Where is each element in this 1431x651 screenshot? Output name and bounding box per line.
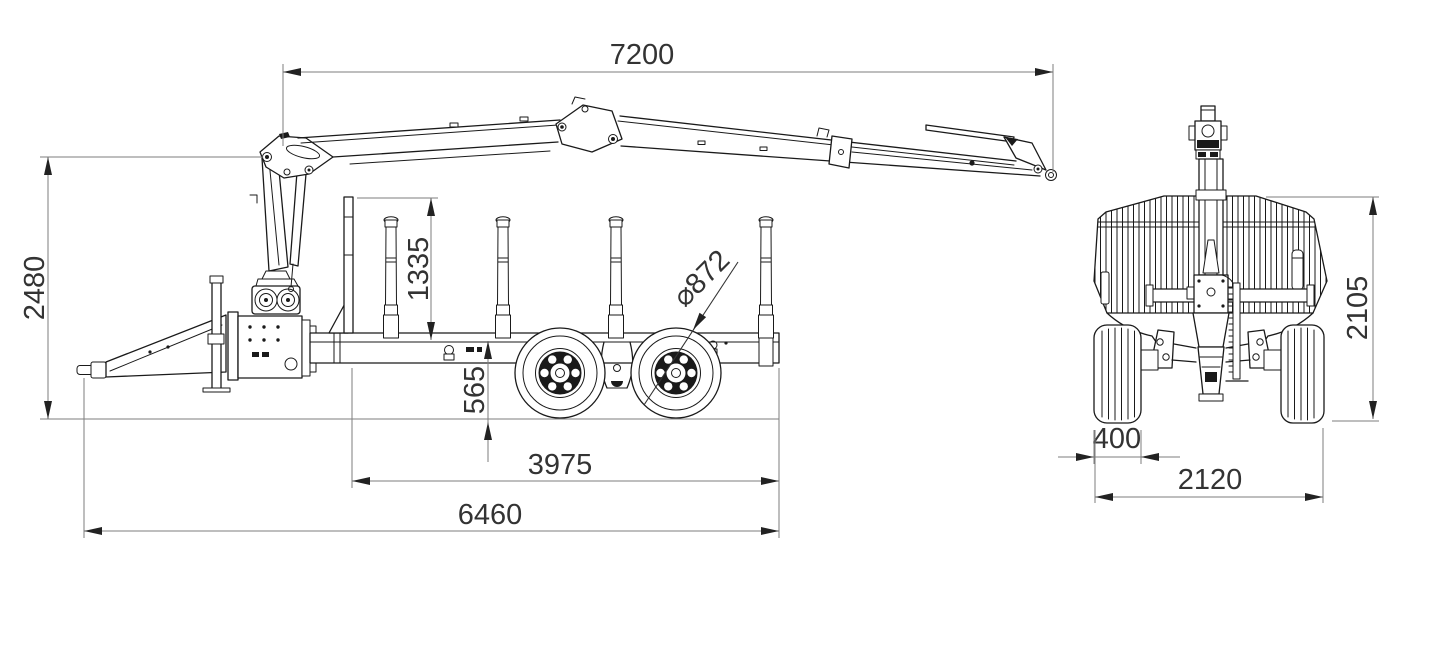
side-view [76, 96, 1057, 419]
dim-load-length-label: 3975 [528, 449, 593, 481]
dim-load-length: 3975 [351, 368, 780, 538]
dim-total-length: 6460 [83, 378, 779, 538]
dim-frame-height: 565 [459, 341, 492, 462]
support-leg [202, 275, 231, 393]
rear-crane-column [1186, 105, 1249, 402]
dim-track-width-label: 2120 [1178, 464, 1243, 496]
bunk-stakes [328, 196, 774, 367]
drawbar [76, 314, 227, 379]
crane-rotator [251, 270, 301, 315]
dim-overall-height-label: 2480 [19, 256, 51, 321]
dim-stake-height: 1335 [357, 197, 438, 340]
rear-view [1093, 105, 1328, 424]
dim-rear-height-label: 2105 [1342, 276, 1374, 341]
rear-wheels [1093, 324, 1325, 424]
dim-tire-width: 400 [1058, 423, 1180, 464]
crane-base [227, 311, 317, 381]
dim-wheel-diameter-label: ⌀872 [667, 244, 736, 313]
boom-head [259, 132, 334, 179]
bogie-wheels [514, 327, 722, 419]
dim-total-length-label: 6460 [458, 499, 523, 531]
crane-boom [297, 96, 1057, 181]
front-bogie-wheel [514, 327, 606, 419]
dim-track-width: 2120 [1094, 428, 1324, 503]
dim-frame-height-label: 565 [459, 366, 491, 414]
dim-stake-height-label: 1335 [403, 237, 435, 302]
dim-crane-reach: 7200 [282, 39, 1054, 172]
dimensions: 7200 2480 1335 565 [19, 39, 1379, 538]
dim-overall-height: 2480 [19, 156, 263, 419]
dim-rear-height: 2105 [1266, 196, 1379, 422]
dim-crane-reach-label: 7200 [610, 39, 675, 71]
dim-tire-width-label: 400 [1093, 423, 1141, 455]
